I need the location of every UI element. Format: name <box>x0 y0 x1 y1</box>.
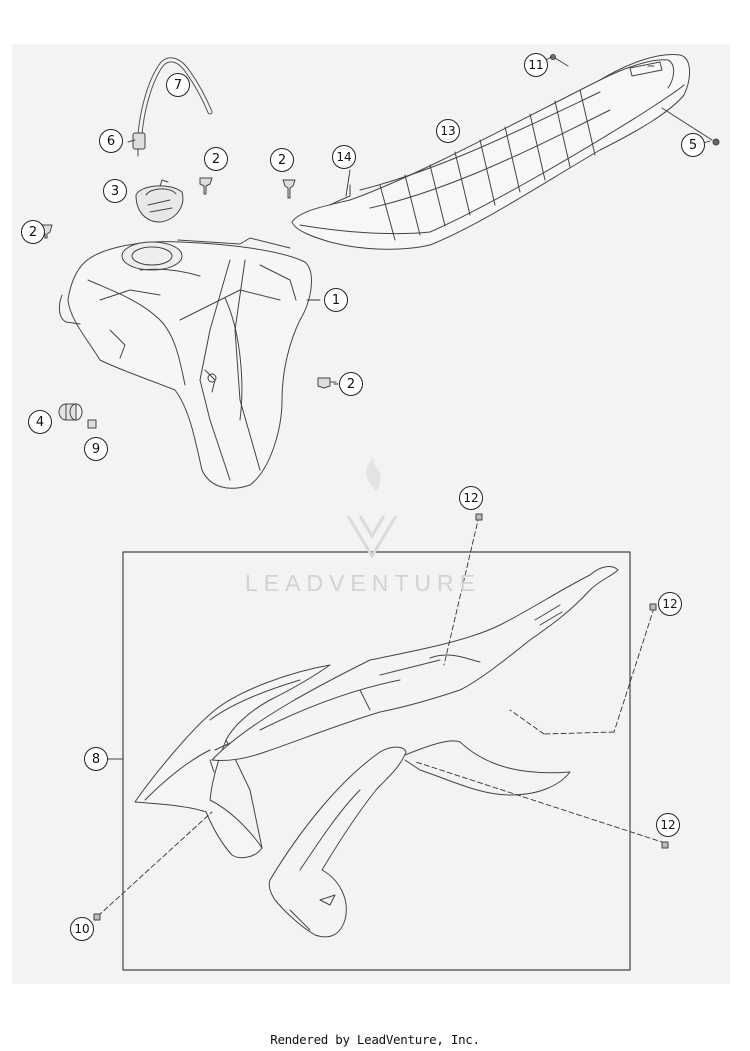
callout-10[interactable]: 10 <box>70 917 94 941</box>
fuel-tank-illustration <box>58 237 312 489</box>
callout-3[interactable]: 3 <box>103 179 127 203</box>
callout-8[interactable]: 8 <box>84 747 108 771</box>
seat-illustration <box>291 53 720 250</box>
callout-4[interactable]: 4 <box>28 410 52 434</box>
callout-11[interactable]: 11 <box>524 53 548 77</box>
callout-7[interactable]: 7 <box>166 73 190 97</box>
watermark-text: LEADVENTURE <box>245 570 481 596</box>
spoiler-kit-frame <box>107 551 631 971</box>
fuel-cap-illustration <box>135 179 184 223</box>
left-spoiler-illustration <box>134 664 331 859</box>
callout-1[interactable]: 1 <box>324 288 348 312</box>
callout-13[interactable]: 13 <box>436 119 460 143</box>
callout-2[interactable]: 2 <box>21 220 45 244</box>
callout-9[interactable]: 9 <box>84 437 108 461</box>
callout-12[interactable]: 12 <box>658 592 682 616</box>
leader-lines <box>97 515 666 917</box>
side-panel-illustration <box>211 566 619 761</box>
callout-14[interactable]: 14 <box>332 145 356 169</box>
callout-2[interactable]: 2 <box>339 372 363 396</box>
watermark-logo <box>346 458 398 559</box>
vent-hose-illustration <box>127 57 213 157</box>
callout-5[interactable]: 5 <box>681 133 705 157</box>
bushing-illustration <box>58 403 97 429</box>
callout-12[interactable]: 12 <box>459 486 483 510</box>
right-shroud-illustration <box>268 740 571 938</box>
footer-credit: Rendered by LeadVenture, Inc. <box>270 1032 480 1047</box>
callout-6[interactable]: 6 <box>99 129 123 153</box>
callout-2[interactable]: 2 <box>204 147 228 171</box>
callout-12[interactable]: 12 <box>656 813 680 837</box>
screw-markers <box>93 513 669 921</box>
callout-2[interactable]: 2 <box>270 148 294 172</box>
